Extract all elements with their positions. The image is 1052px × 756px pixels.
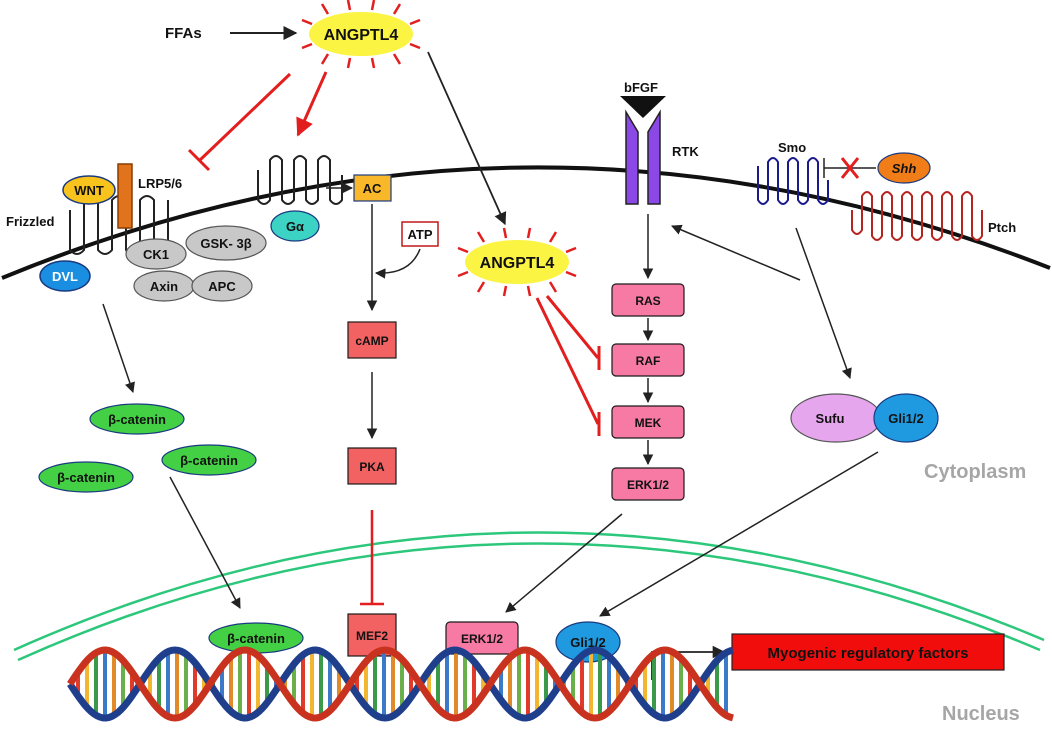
angptl4-inhibits-raf [545,295,600,359]
ac-label: AC [363,181,382,196]
angptl4-intracellular: ANGPTL4 [457,227,577,297]
angptl4-inhibits-lrp-bar [187,148,211,172]
hedgehog-to-rtk-arrow [671,224,801,281]
wnt-to-bcatenin-arrow [102,303,135,393]
smo-to-sufu-arrow [795,227,852,379]
dvl-protein: DVL [39,260,91,292]
block-x-icon [840,157,860,179]
beta-catenin-3-label: β-catenin [180,453,238,468]
beta-catenin-2-label: β-catenin [57,470,115,485]
gpcr-receptor [257,155,343,205]
ras-box: RAS [611,283,685,317]
adenylyl-cyclase: AC [353,174,392,202]
dvl-label: DVL [52,269,78,284]
cell-membrane [1,165,1051,280]
beta-catenin-nuclear-label: β-catenin [227,631,285,646]
g-alpha-protein: Gα [270,210,320,242]
erk-nuclear-box: ERK1/2 [445,621,519,655]
smo-label: Smo [778,140,806,155]
angptl4-top-label: ANGPTL4 [324,27,399,44]
bcatenin-to-nucleus-arrow [169,476,241,609]
angptl4-inhibits-mek [535,297,600,425]
raf-box: RAF [611,343,685,377]
rtk-receptor [625,109,661,205]
dna-strand-b [67,646,734,722]
g-alpha-label: Gα [286,219,304,234]
wnt-label: WNT [74,183,104,198]
erk-cytoplasm-box: ERK1/2 [611,467,685,501]
beta-catenin-1-label: β-catenin [108,412,166,427]
ptch-receptor [851,191,983,241]
beta-catenin-nuclear: β-catenin [208,622,304,654]
smo-receptor [757,157,829,205]
pka-box: PKA [347,447,397,485]
nuclear-envelope-outer [13,531,1045,652]
atp-box: ATP [401,221,439,247]
erk-cytoplasm-label: ERK1/2 [627,478,669,492]
pka-label: PKA [359,460,385,474]
gli-nuclear-label: Gli1/2 [570,635,605,650]
angptl4-activates-gpcr [296,71,328,137]
dna-double-helix [67,646,734,722]
bfgf-ligand [620,96,666,118]
raf-label: RAF [636,354,661,368]
lrp56-receptor [117,163,133,229]
mef2-box: MEF2 [347,613,397,657]
nucleus-label: Nucleus [942,703,1020,725]
mef2-label: MEF2 [356,629,388,643]
myogenic-regulatory-factors-label: Myogenic regulatory factors [768,645,969,662]
frizzled-label: Frizzled [6,214,54,229]
bfgf-label: bFGF [624,80,658,95]
ck1-label: CK1 [143,247,169,262]
gli-to-nucleus-arrow [599,451,879,617]
mek-label: MEK [635,416,662,430]
dna-strand-a [67,646,734,722]
gli-cytoplasm-label: Gli1/2 [888,411,923,426]
angptl4-to-intracellular-arrow [427,51,507,226]
angptl4-inhibits-lrp [198,72,292,162]
gli-cytoplasm: Gli1/2 [873,393,939,443]
cytoplasm-label: Cytoplasm [924,461,1026,483]
shh-label: Shh [892,161,917,176]
erk-nuclear-label: ERK1/2 [461,632,503,646]
beta-catenin-3: β-catenin [161,444,257,476]
apc-label: APC [208,279,236,294]
ras-label: RAS [635,294,660,308]
atp-label: ATP [407,227,432,242]
rtk-label: RTK [672,144,699,159]
angptl4-intracellular-label: ANGPTL4 [480,255,555,272]
destruction-complex: CK1 GSK- 3β Axin APC [125,225,267,302]
sufu-protein: Sufu [790,393,882,443]
camp-label: cAMP [355,334,388,348]
gsk3b-label: GSK- 3β [200,236,251,251]
erk-to-nucleus-arrow [505,513,623,613]
mek-box: MEK [611,405,685,439]
atp-to-camp-curve [374,248,421,279]
nuclear-envelope-inner [17,542,1041,662]
beta-catenin-2: β-catenin [38,461,134,493]
beta-catenin-1: β-catenin [89,403,185,435]
ffas-label: FFAs [165,25,202,42]
myogenic-regulatory-factors-box: Myogenic regulatory factors [731,633,1005,671]
ptch-label: Ptch [988,220,1016,235]
sufu-label: Sufu [816,411,845,426]
camp-box: cAMP [347,321,397,359]
shh-ligand: Shh [877,152,931,184]
axin-label: Axin [150,279,178,294]
angptl4-top: ANGPTL4 [301,0,421,69]
lrp56-label: LRP5/6 [138,176,182,191]
wnt-ligand: WNT [62,175,116,205]
